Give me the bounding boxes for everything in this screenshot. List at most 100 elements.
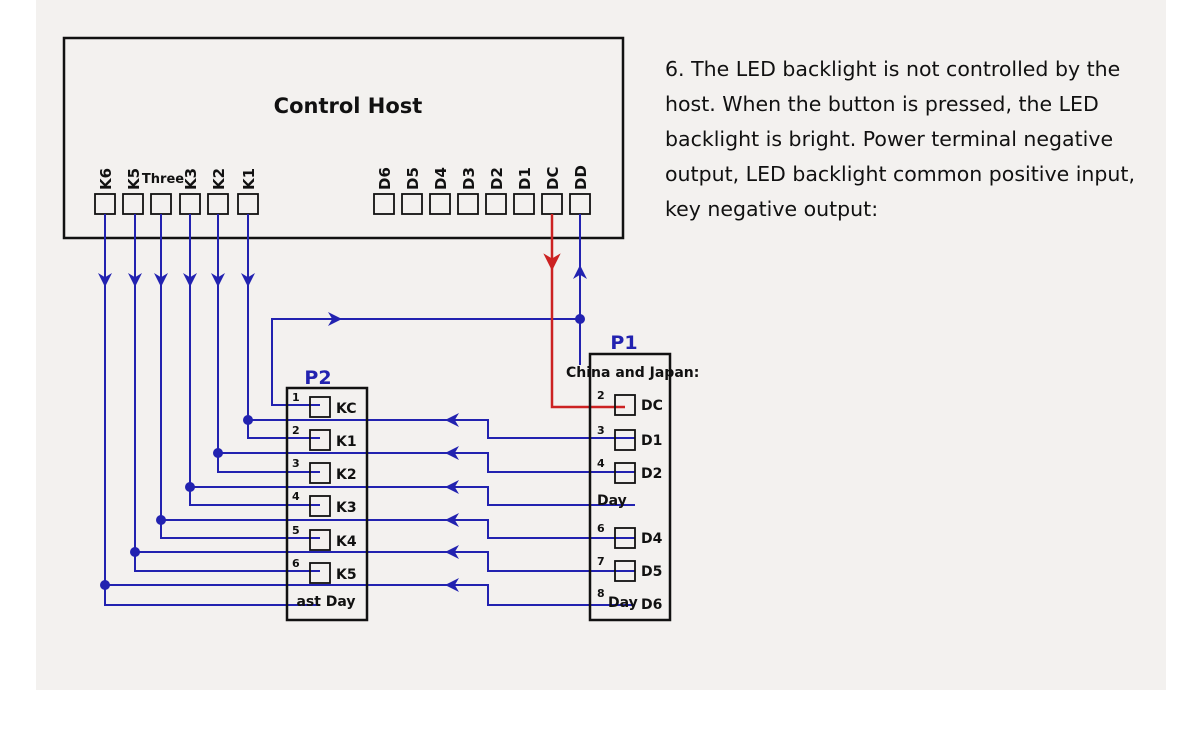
control-host-title: Control Host — [274, 94, 423, 118]
p2-pin-pad — [309, 396, 331, 418]
host-pin-label: D5 — [404, 167, 422, 190]
p1-connector-box — [588, 352, 672, 622]
junction-dot — [243, 415, 253, 425]
host-pin-label: K1 — [240, 168, 258, 190]
control-host-box — [62, 36, 625, 240]
host-pin-label: K6 — [97, 168, 115, 190]
host-pin-pad — [373, 193, 395, 215]
wire-kc — [271, 312, 342, 406]
host-pin-pad — [401, 193, 423, 215]
p1-pin-pad — [614, 429, 636, 451]
p1-pin-extra: Day — [608, 595, 638, 611]
p1-caption: China and Japan: — [566, 365, 699, 381]
wire-host-to-p2 — [247, 280, 320, 439]
wire-p1-to-bus — [445, 513, 635, 539]
p2-pin-name: K4 — [336, 534, 357, 550]
p2-pin-pad — [309, 562, 331, 584]
host-pin-pad — [569, 193, 591, 215]
p1-pin-number: 2 — [597, 389, 605, 402]
p2-pin-pad — [309, 462, 331, 484]
host-pin-pad — [485, 193, 507, 215]
p1-pin-name: D2 — [641, 466, 662, 482]
p1-pin-name: Day — [597, 493, 627, 509]
p2-pin-name: K2 — [336, 467, 357, 483]
host-pin-pad — [94, 193, 116, 215]
host-pin-label: D2 — [488, 167, 506, 190]
p2-pin-pad — [309, 529, 331, 551]
p2-connector-box — [285, 386, 369, 622]
host-pin-pad — [457, 193, 479, 215]
p1-pin-pad — [614, 462, 636, 484]
p1-pin-number: 4 — [597, 457, 605, 470]
wire-host-to-p2 — [134, 280, 320, 572]
p1-pin-pad — [614, 560, 636, 582]
junction-dot — [156, 515, 166, 525]
wire-p1-to-bus — [445, 578, 635, 606]
host-pin-pad — [513, 193, 535, 215]
wire-host-to-p2 — [160, 280, 320, 539]
host-pin-pad — [541, 193, 563, 215]
p1-pin-name: D6 — [641, 597, 662, 613]
wire-dc — [550, 262, 625, 409]
description-text: 6. The LED backlight is not controlled b… — [665, 57, 1135, 221]
wire-p1-to-bus — [445, 446, 635, 473]
host-pin-label: Three — [142, 172, 184, 187]
host-pin-label: D4 — [432, 167, 450, 190]
host-pin-pad — [237, 193, 259, 215]
host-pin-pad — [122, 193, 144, 215]
wire-host-to-p2 — [189, 280, 320, 506]
junction-dot — [130, 547, 140, 557]
wires — [98, 214, 635, 606]
diagram-background — [36, 0, 1166, 690]
p1-pin-number: 6 — [597, 522, 605, 535]
p2-pin-name: K1 — [336, 434, 357, 450]
host-pin-label: DC — [544, 167, 562, 190]
p1-pin-name: DC — [641, 398, 663, 414]
host-pin-label: DD — [572, 165, 590, 190]
p1-pin-name: D4 — [641, 531, 663, 547]
p2-pin-name: KC — [336, 401, 357, 417]
p2-pins: 1KC 2K1 3K2 4K3 5K4 6K5 — [292, 391, 357, 584]
p2-footer: ast Day — [296, 594, 355, 610]
p2-pin-name: K5 — [336, 567, 357, 583]
p2-label: P2 — [304, 367, 331, 389]
p2-pin-number: 6 — [292, 557, 300, 570]
p2-pin-pad — [309, 429, 331, 451]
host-pin-pad — [207, 193, 229, 215]
p1-pin-pad — [614, 527, 636, 549]
host-pin-pad — [179, 193, 201, 215]
p1-pin-number: 8 — [597, 587, 605, 600]
wire-p1-to-bus — [445, 545, 635, 572]
p1-pin-pad — [614, 394, 636, 416]
p2-pin-number: 4 — [292, 490, 300, 503]
junction-dot — [575, 314, 585, 324]
p1-pin-number: 7 — [597, 555, 605, 568]
junction-dot — [213, 448, 223, 458]
host-pin-label: D3 — [460, 167, 478, 190]
host-pin-pad — [150, 193, 172, 215]
p1-pin-number: 3 — [597, 424, 605, 437]
p2-pin-number: 5 — [292, 524, 300, 537]
p1-pin-name: D5 — [641, 564, 662, 580]
host-pin-label: K5 — [125, 168, 143, 190]
host-pin-label: K3 — [182, 168, 200, 190]
wire-p1-to-bus — [445, 413, 635, 439]
p2-pin-number: 2 — [292, 424, 300, 437]
p2-pin-name: K3 — [336, 500, 357, 516]
junction-dot — [100, 580, 110, 590]
p2-pin-pad — [309, 495, 331, 517]
p1-pin-name: D1 — [641, 433, 662, 449]
p2-pin-number: 1 — [292, 391, 300, 404]
junction-dot — [185, 482, 195, 492]
p1-label: P1 — [610, 332, 637, 354]
host-pin-label: K2 — [210, 168, 228, 190]
wire-host-to-p2 — [104, 280, 320, 606]
p2-pin-number: 3 — [292, 457, 300, 470]
host-pin-label: D6 — [376, 167, 394, 190]
host-pin-label: D1 — [516, 167, 534, 190]
wire-p1-to-bus — [445, 480, 635, 506]
host-pin-pad — [429, 193, 451, 215]
